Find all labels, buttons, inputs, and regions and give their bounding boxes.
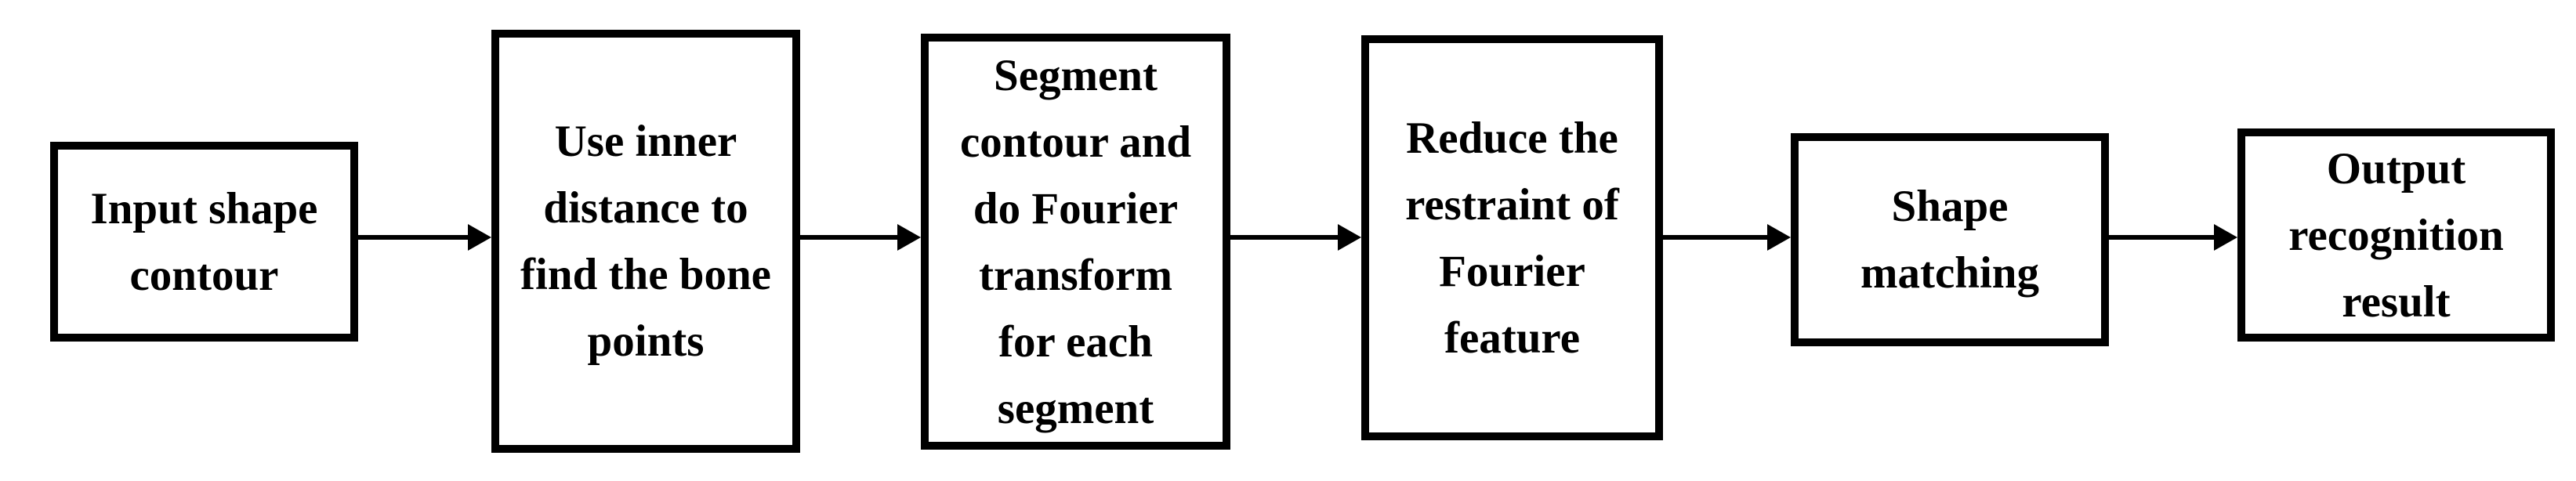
node-label-reduce-fourier-restraint: Reduce the restraint of Fourier feature <box>1405 113 1619 363</box>
arrow-shaft <box>2109 235 2214 240</box>
arrow-head-icon <box>1338 224 1361 251</box>
flow-arrow-2 <box>800 224 921 251</box>
node-label-inner-distance-bone-points: Use inner distance to find the bone poin… <box>520 117 771 366</box>
node-label-output-recognition-result: Output recognition result <box>2288 143 2504 327</box>
arrow-shaft <box>358 235 468 240</box>
arrow-head-icon <box>1767 224 1791 251</box>
flow-arrow-3 <box>1230 224 1361 251</box>
arrow-shaft <box>1230 235 1338 240</box>
arrow-head-icon <box>897 224 921 251</box>
flow-arrow-5 <box>2109 224 2237 251</box>
node-segment-fourier-transform: Segment contour and do Fourier transform… <box>921 34 1230 450</box>
node-input-shape-contour: Input shape contour <box>50 142 358 342</box>
node-inner-distance-bone-points: Use inner distance to find the bone poin… <box>491 30 800 453</box>
node-output-recognition-result: Output recognition result <box>2237 128 2555 342</box>
node-shape-matching: Shape matching <box>1791 133 2109 346</box>
arrow-shaft <box>1663 235 1767 240</box>
arrow-shaft <box>800 235 897 240</box>
flow-arrow-1 <box>358 224 491 251</box>
node-label-input-shape-contour: Input shape contour <box>90 183 318 300</box>
node-label-segment-fourier-transform: Segment contour and do Fourier transform… <box>959 50 1192 433</box>
flow-arrow-4 <box>1663 224 1791 251</box>
node-reduce-fourier-restraint: Reduce the restraint of Fourier feature <box>1361 35 1663 440</box>
arrow-head-icon <box>2214 224 2237 251</box>
node-label-shape-matching: Shape matching <box>1860 182 2039 298</box>
arrow-head-icon <box>468 224 491 251</box>
